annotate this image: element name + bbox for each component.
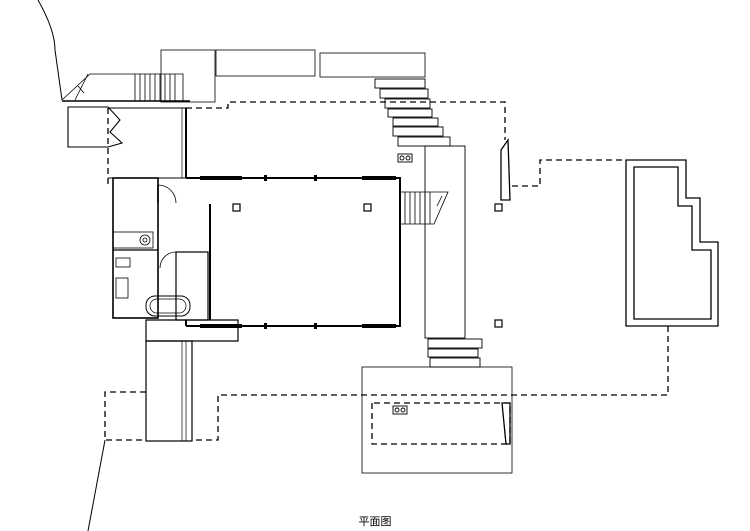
column-markers	[232, 203, 503, 328]
entry-vestibule	[67, 106, 124, 148]
upper-terrace-outlines	[160, 49, 426, 103]
pool	[625, 159, 719, 327]
site-terrain-lines	[37, 0, 106, 531]
entry-stair	[61, 73, 190, 102]
site-boundary-dashed	[104, 101, 669, 441]
lower-annex	[145, 340, 193, 442]
stepping-stones-bottom	[427, 338, 483, 368]
drawing-caption: 平面图	[358, 515, 392, 528]
equipment-markers	[392, 153, 413, 415]
vertical-bench	[500, 138, 511, 201]
bottom-courtyard	[361, 366, 513, 474]
stepping-stones-top	[374, 78, 451, 147]
long-walkway	[424, 145, 466, 339]
side-stair	[400, 191, 449, 225]
main-building-walls	[108, 107, 401, 342]
mullion-ticks	[264, 175, 317, 329]
